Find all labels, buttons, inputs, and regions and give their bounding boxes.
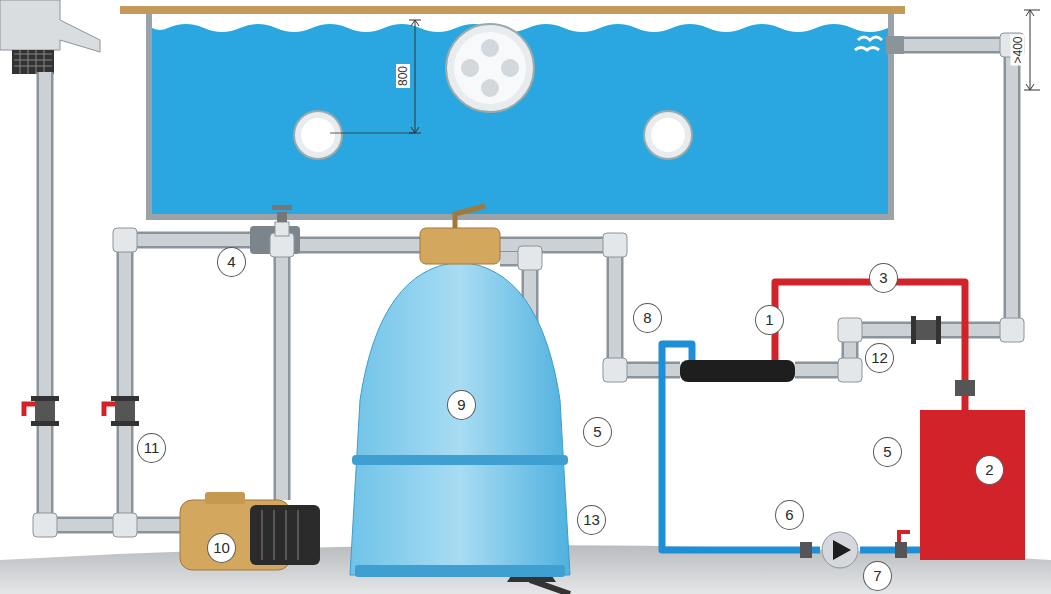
callout-number: 11 [137,433,166,463]
callout-number: 7 [863,561,892,591]
dimension-text: 800 [396,64,410,88]
callout-number: 2 [975,455,1004,485]
callout-number: 6 [775,500,804,530]
callout-number: 5 [583,417,612,447]
callout-number: 13 [577,505,606,535]
callout-number: 8 [633,303,662,333]
callout-number: 3 [869,263,898,293]
callout-number: 12 [865,343,894,373]
callout-number: 4 [217,247,246,277]
callout-number: 5 [873,437,902,467]
callout-number: 9 [447,390,476,420]
callout-number: 10 [207,533,236,563]
dimension-text: >400 [1011,34,1025,65]
callout-number: 1 [755,305,784,335]
